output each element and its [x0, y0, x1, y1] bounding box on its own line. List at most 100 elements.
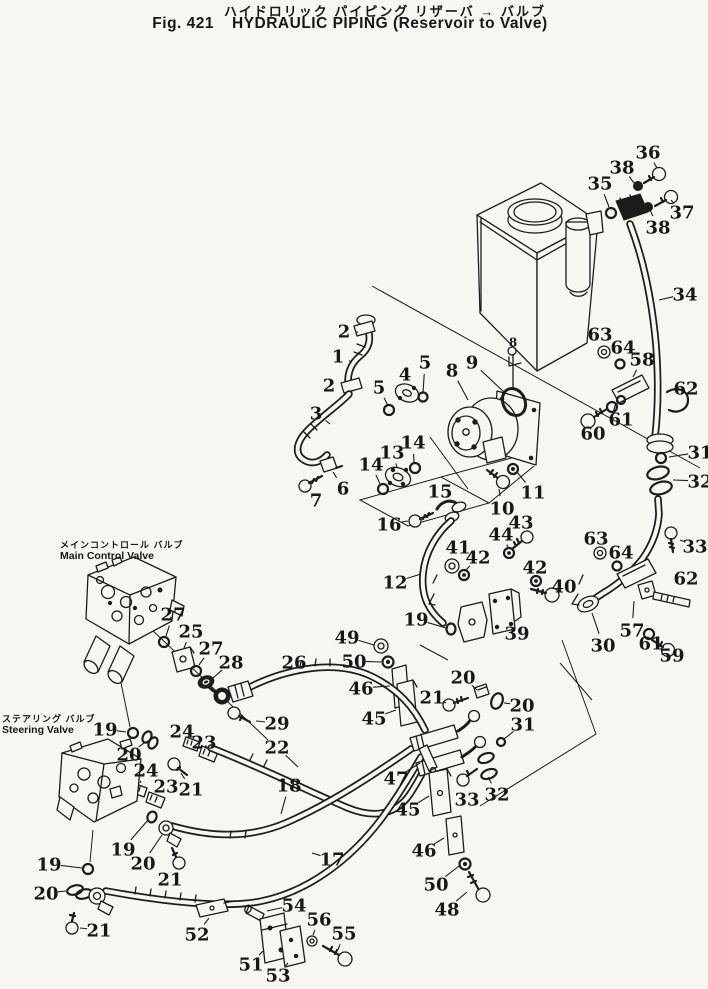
callout-5-10: 5 [373, 377, 386, 398]
callout-49-34: 49 [334, 627, 359, 648]
callout-20-68: 20 [130, 853, 155, 874]
callout-leader-5 [423, 374, 424, 393]
callout-4-11: 4 [399, 364, 412, 385]
steering-valve-label-jp: ステアリング バルブ [2, 714, 96, 724]
callout-19-60: 19 [92, 719, 117, 740]
callout-23-66: 23 [153, 776, 178, 797]
callout-22-58: 22 [264, 737, 289, 758]
callout-8-15: 8 [509, 335, 517, 349]
callout-33-46: 33 [682, 536, 707, 557]
flange-4-group [384, 381, 428, 415]
callout-leader-58 [633, 370, 637, 377]
callout-36-0: 36 [635, 142, 660, 163]
callout-64-45: 64 [608, 542, 633, 563]
callout-leader-35 [604, 194, 609, 207]
callout-18-59: 18 [276, 775, 301, 796]
callout-26-56: 26 [281, 652, 306, 673]
callout-leader-6 [333, 472, 337, 478]
callout-leader-54 [267, 908, 282, 911]
callout-31-42: 31 [687, 442, 708, 463]
reservoir-tank [477, 183, 603, 388]
callout-62-47: 62 [673, 568, 698, 589]
callout-leader-20 [58, 891, 66, 892]
callout-50-35: 50 [341, 651, 366, 672]
callout-21-69: 21 [157, 869, 182, 890]
callout-39-32: 39 [504, 623, 529, 644]
callout-leader-19 [131, 820, 148, 840]
callout-23-63: 23 [191, 732, 216, 753]
callout-leader-57 [633, 601, 634, 618]
callout-33-85: 33 [454, 789, 479, 810]
callout-leader-19 [117, 731, 126, 732]
figure-title-english: HYDRAULIC PIPING (Reservoir to Valve) [232, 15, 548, 32]
callout-30-49: 30 [590, 635, 615, 656]
callout-leader-20 [150, 835, 162, 853]
callout-leader-12 [406, 574, 421, 578]
pipe-15-group [409, 500, 467, 527]
callout-2-8: 2 [323, 375, 336, 396]
callout-52-73: 52 [184, 924, 209, 945]
callout-29-57: 29 [264, 713, 289, 734]
callout-48-90: 48 [434, 899, 459, 920]
callout-9-14: 9 [466, 352, 479, 373]
callout-leader-9 [481, 370, 505, 393]
callout-42-30: 42 [522, 557, 547, 578]
callout-leader-3 [325, 420, 330, 424]
callout-50-89: 50 [423, 874, 448, 895]
callout-28-55: 28 [218, 652, 243, 673]
callout-54-75: 54 [281, 895, 306, 916]
callout-6-16: 6 [337, 478, 350, 499]
callout-20-71: 20 [33, 883, 58, 904]
callout-7-17: 7 [310, 490, 323, 511]
callout-leader-18 [281, 797, 286, 814]
callout-11-22: 11 [520, 482, 545, 503]
main-control-valve-label-en: Main Control Valve [60, 550, 184, 562]
callout-21-72: 21 [86, 920, 111, 941]
callout-leader-19 [61, 865, 82, 868]
callout-34-5: 34 [672, 284, 697, 305]
callout-51-78: 51 [238, 954, 263, 975]
callout-45-92: 45 [361, 708, 386, 729]
callout-47-84: 47 [383, 768, 408, 789]
callout-leader-56 [313, 930, 315, 935]
callout-8-13: 8 [446, 360, 459, 381]
callout-63-36: 63 [587, 324, 612, 345]
callout-44-29: 44 [488, 524, 513, 545]
callout-21-64: 21 [178, 779, 203, 800]
callout-14-20: 14 [400, 432, 425, 453]
callout-61-41: 61 [608, 409, 633, 430]
callout-leader-55 [338, 944, 340, 950]
callout-46-88: 46 [411, 840, 436, 861]
callout-37-3: 37 [669, 202, 694, 223]
callout-12-25: 12 [382, 572, 407, 593]
callout-leader-34 [659, 297, 673, 300]
callout-32-43: 32 [687, 471, 708, 492]
callout-16-24: 16 [376, 514, 401, 535]
callout-17-74: 17 [319, 849, 344, 870]
callout-leader-50 [366, 661, 381, 662]
callout-3-9: 3 [310, 403, 323, 424]
callout-32-86: 32 [484, 784, 509, 805]
callout-46-91: 46 [348, 678, 373, 699]
callout-19-33: 19 [403, 609, 428, 630]
callout-21-81: 21 [419, 687, 444, 708]
callout-leader-14 [376, 475, 380, 484]
callout-56-76: 56 [306, 909, 331, 930]
figure-number: Fig. 421 [152, 15, 214, 32]
callout-leader-38 [650, 210, 653, 216]
callout-1-7: 1 [332, 346, 345, 367]
pump-bolt-group [487, 464, 518, 489]
callout-leader-49 [359, 640, 374, 645]
callout-2-6: 2 [338, 321, 351, 342]
callout-5-12: 5 [419, 352, 432, 373]
main-control-valve-label-jp: メインコントロール バルブ [60, 540, 184, 550]
callout-20-82: 20 [509, 695, 534, 716]
callout-15-23: 15 [427, 481, 452, 502]
callout-58-38: 58 [629, 349, 654, 370]
callout-leader-25 [184, 642, 186, 648]
callout-62-39: 62 [673, 378, 698, 399]
figure-title: Fig. 421 HYDRAULIC PIPING (Reservoir to V… [30, 15, 670, 33]
callout-19-70: 19 [36, 854, 61, 875]
